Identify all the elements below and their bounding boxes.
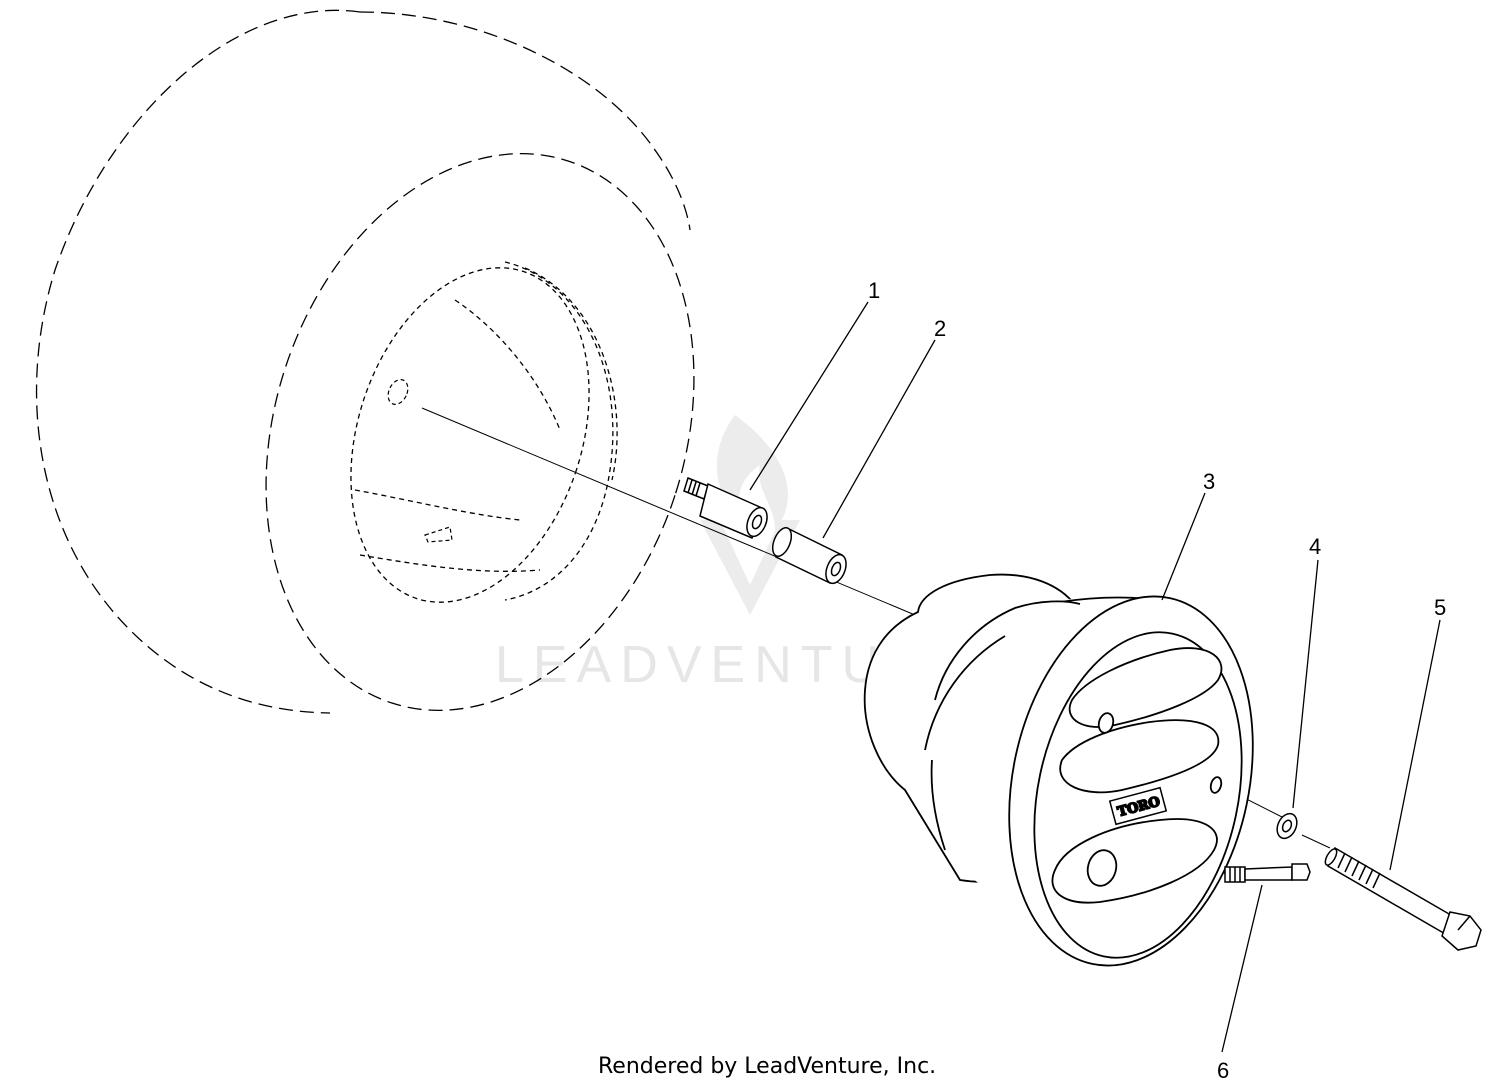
valve-stem-part-6 [1224, 863, 1311, 883]
callout-3: 3 [1203, 469, 1215, 494]
callout-6: 6 [1217, 1058, 1229, 1083]
tire [35, 9, 695, 714]
callout-4: 4 [1309, 534, 1321, 559]
callout-2: 2 [934, 316, 946, 341]
leader-lines [749, 301, 1441, 1053]
footer-credit: Rendered by LeadVenture, Inc. [598, 1054, 936, 1079]
washer-part-4 [1276, 812, 1298, 840]
spacer-part-2 [771, 526, 847, 585]
spacer-part-1 [683, 477, 768, 540]
rim-features [387, 379, 453, 543]
toro-logo-badge: TORO [1108, 786, 1168, 826]
callouts: 1 2 3 4 5 6 [868, 278, 1446, 1083]
hub-part-3: TORO [863, 573, 1254, 967]
callout-5: 5 [1434, 595, 1446, 620]
callout-1: 1 [868, 278, 880, 303]
bolt-part-5 [1324, 846, 1482, 951]
